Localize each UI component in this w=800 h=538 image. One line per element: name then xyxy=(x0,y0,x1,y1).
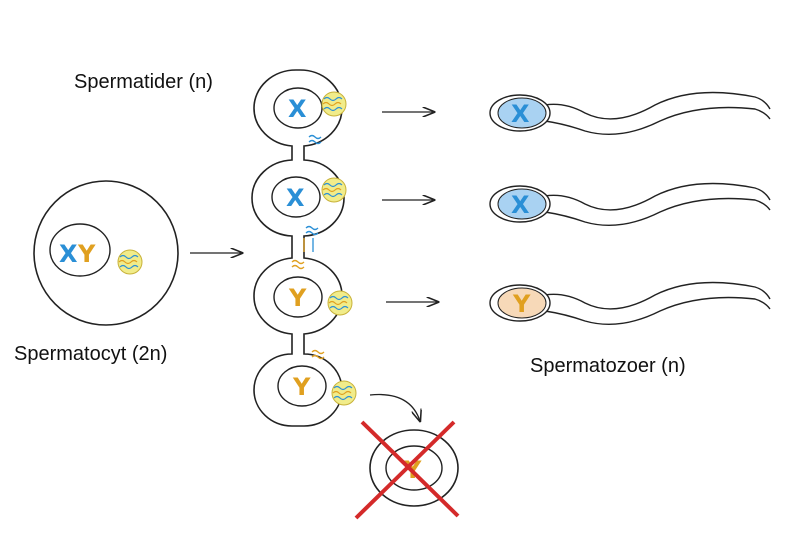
x-chromosome: X xyxy=(59,240,78,268)
spermatozoon-y: Y xyxy=(489,281,771,326)
x-chromosome: X xyxy=(286,184,305,212)
curved-arrow-icon xyxy=(369,393,420,421)
spermatids-label: Spermatider (n) xyxy=(74,71,213,93)
y-chromosome: Y xyxy=(77,240,96,268)
spermatocyte-cell: X Y xyxy=(33,180,179,326)
spermatid-chain: X X Y Y xyxy=(251,69,357,427)
spermatozoon-x-2: X xyxy=(489,182,771,227)
degenerated-cell: Y xyxy=(354,420,460,520)
x-chromosome: X xyxy=(288,95,307,123)
x-chromosome: X xyxy=(511,100,530,128)
red-cross-icon xyxy=(354,420,460,520)
spermatozoon-x-1: X xyxy=(489,91,771,136)
y-chromosome: Y xyxy=(512,290,531,318)
y-chromosome: Y xyxy=(288,284,307,312)
x-chromosome: X xyxy=(511,191,530,219)
spermatocyte-label: Spermatocyt (2n) xyxy=(14,343,167,365)
mitochondrion-icon xyxy=(117,249,143,275)
y-chromosome: Y xyxy=(292,373,311,401)
mitochondrion-icon xyxy=(321,91,347,117)
mitochondrion-icon xyxy=(321,177,347,203)
mitochondrion-icon xyxy=(331,380,357,406)
spermatozoa-label: Spermatozoer (n) xyxy=(530,355,686,377)
mitochondrion-icon xyxy=(327,290,353,316)
wavy-bridge-icon xyxy=(291,134,325,360)
